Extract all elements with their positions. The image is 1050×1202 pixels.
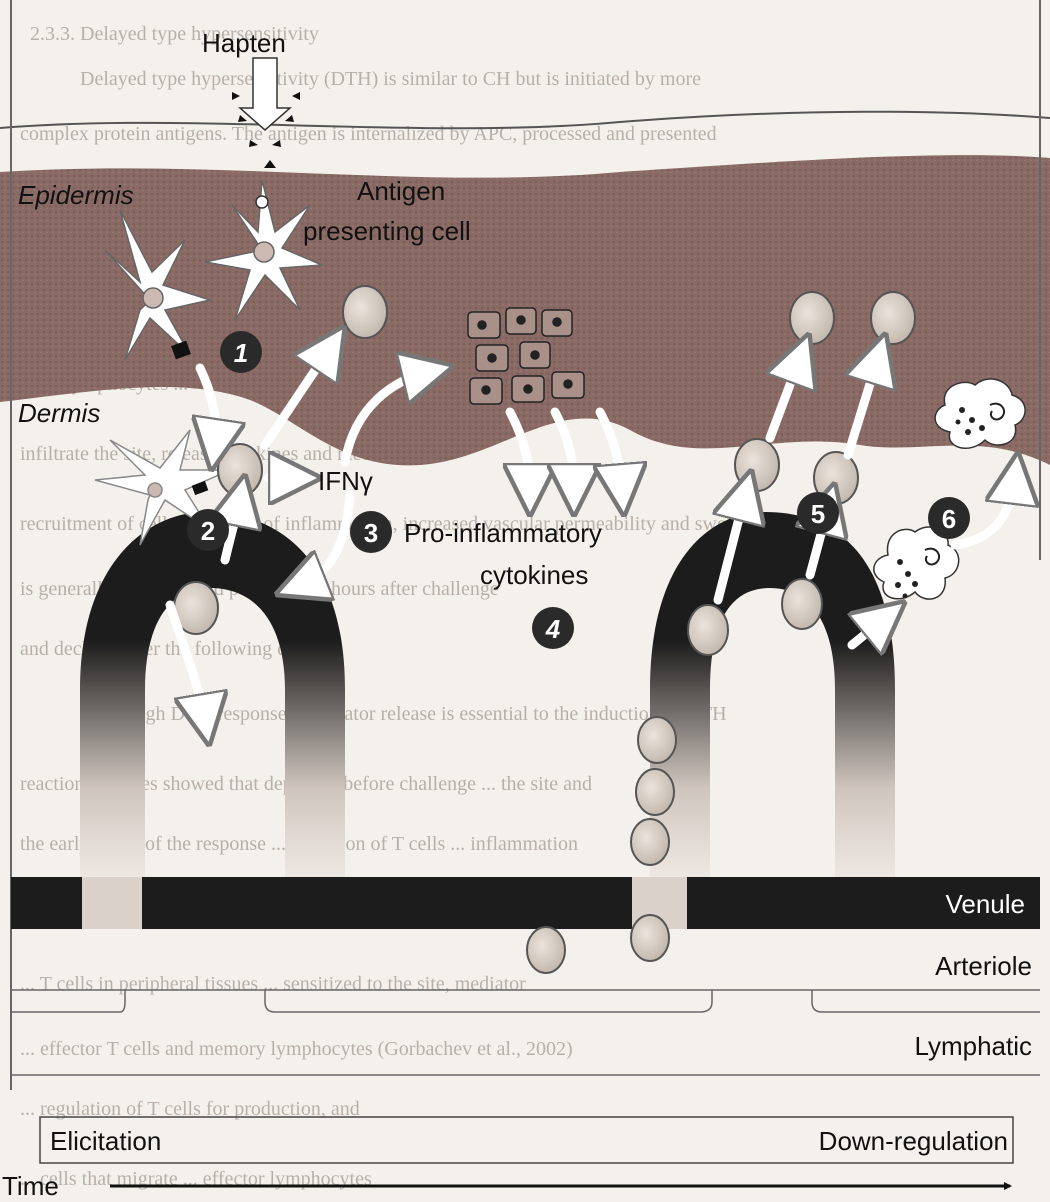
apc-label-line1: Antigen — [357, 176, 445, 206]
dermis-label: Dermis — [18, 398, 100, 428]
t-cell — [343, 286, 387, 338]
apc-label-line2: presenting cell — [303, 216, 471, 246]
t-cell — [871, 292, 915, 344]
right-venule-arch — [650, 512, 895, 880]
t-cell — [782, 579, 822, 629]
background-line: ... T cells in peripheral tissues ... se… — [20, 973, 526, 995]
proinflammatory-label-line1: Pro-inflammatory — [404, 518, 602, 548]
ifn-gamma-label: IFNγ — [318, 466, 373, 496]
step-1-label: 1 — [234, 338, 248, 368]
arteriole-label: Arteriole — [935, 951, 1032, 981]
hapten-label: Hapten — [202, 28, 286, 58]
t-cell — [735, 439, 779, 491]
downregulation-label: Down-regulation — [819, 1126, 1008, 1156]
venule-gap-left — [82, 877, 142, 929]
t-cell — [218, 444, 262, 496]
left-venule-arch — [80, 512, 345, 880]
t-cell — [790, 292, 834, 344]
proinflammatory-label-line2: cytokines — [480, 560, 588, 590]
background-line: ... effector T cells and memory lymphocy… — [20, 1038, 573, 1060]
t-cell — [638, 717, 676, 763]
background-line: Delayed type hypersensitivity (DTH) is s… — [80, 68, 701, 90]
elicitation-label: Elicitation — [50, 1126, 161, 1156]
epidermis-label: Epidermis — [18, 180, 134, 210]
venule-bar — [11, 877, 1040, 929]
step-2-label: 2 — [201, 516, 215, 546]
step-3-label: 3 — [364, 518, 378, 548]
background-line: and declines over the following days — [20, 638, 314, 660]
venule-label: Venule — [945, 889, 1025, 919]
lymphatic-label: Lymphatic — [914, 1031, 1032, 1061]
step-6-label: 6 — [942, 504, 956, 534]
t-cell — [688, 605, 728, 655]
t-cell — [631, 819, 669, 865]
time-label: Time — [2, 1171, 59, 1201]
t-cell — [631, 915, 669, 961]
t-cell — [636, 769, 674, 815]
step-4-label: 4 — [545, 614, 561, 644]
t-cell — [527, 927, 565, 973]
background-line: Although DTH responses, mediator release… — [90, 703, 727, 725]
step-5-label: 5 — [811, 499, 825, 529]
